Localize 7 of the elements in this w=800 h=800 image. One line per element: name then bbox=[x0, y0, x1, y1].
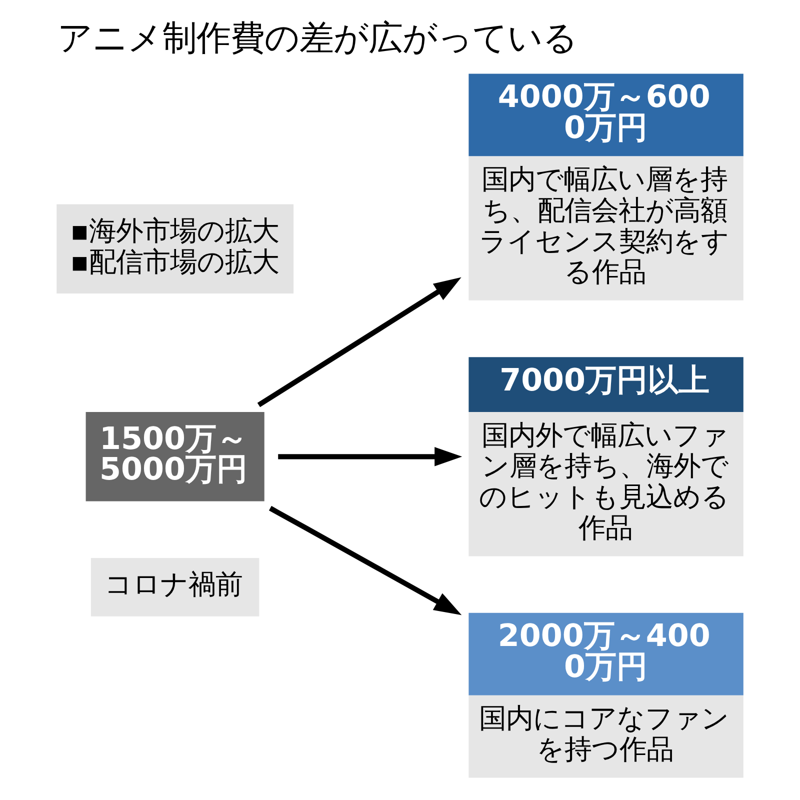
node-box: 1500万～5000万円 bbox=[86, 412, 264, 502]
arrow bbox=[268, 506, 462, 616]
arrow bbox=[257, 277, 462, 408]
diagram-title: アニメ制作費の差が広がっている bbox=[58, 18, 578, 59]
node-box: ▪海外市場の拡大 ▪配信市場の拡大 bbox=[56, 204, 294, 294]
arrow bbox=[278, 447, 462, 466]
node-box: コロナ禍前 bbox=[90, 558, 260, 616]
